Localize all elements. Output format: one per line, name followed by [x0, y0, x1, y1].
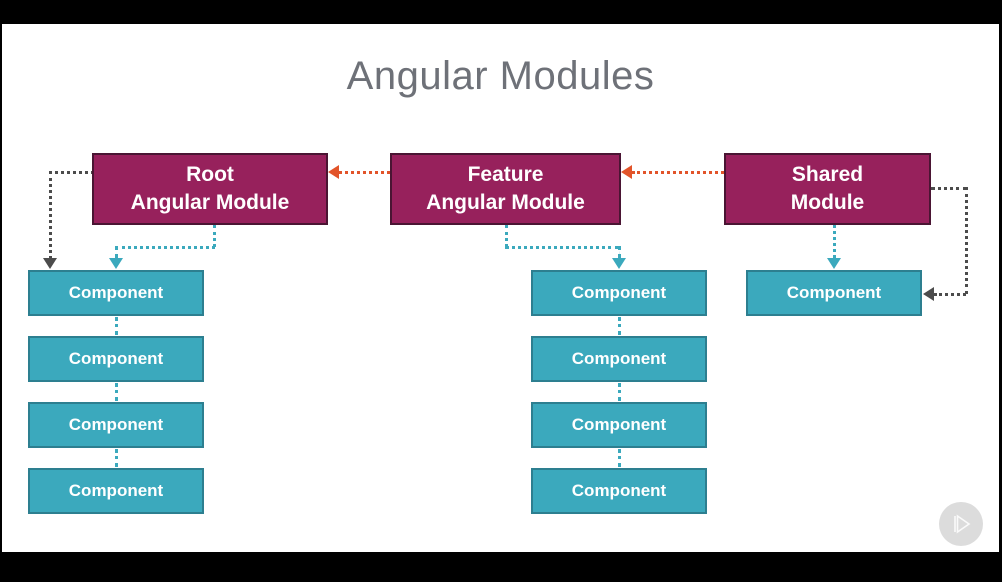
module-root-line1: Root: [186, 163, 234, 187]
component-box-root-2[interactable]: Component: [28, 336, 204, 382]
connector-root-teal-vertical-a: [213, 225, 216, 247]
arrowhead-feature-to-root: [328, 165, 339, 179]
connector-root-teal-horizontal: [115, 246, 215, 249]
connector-shared-loop-right: [965, 187, 968, 294]
arrowhead-shared-teal: [827, 258, 841, 269]
arrowhead-shared-to-feature: [621, 165, 632, 179]
module-shared-line2: Module: [790, 191, 865, 214]
component-label: Component: [786, 283, 882, 302]
component-box-feature-4[interactable]: Component: [531, 468, 707, 514]
connector-feature-teal-vertical-a: [505, 225, 508, 247]
component-box-root-4[interactable]: Component: [28, 468, 204, 514]
play-triangle-icon: [954, 514, 971, 534]
connector-shared-teal-vertical: [833, 225, 836, 258]
component-label: Component: [571, 349, 667, 368]
component-box-feature-3[interactable]: Component: [531, 402, 707, 448]
connector-shared-to-feature: [632, 171, 724, 174]
connector-feature-to-root: [339, 171, 390, 174]
component-label: Component: [68, 415, 164, 434]
connector-feature-teal-vertical-b: [618, 246, 621, 258]
arrowhead-root-to-component: [43, 258, 57, 269]
connector-feature-comp-2-3: [618, 383, 621, 401]
slide-canvas: Angular Modules Root Angular Module Feat…: [2, 24, 999, 552]
connector-root-left-vertical: [49, 171, 52, 259]
module-box-root[interactable]: Root Angular Module: [92, 153, 328, 225]
component-label: Component: [68, 349, 164, 368]
module-feature-line1: Feature: [467, 163, 544, 187]
connector-root-comp-1-2: [115, 317, 118, 335]
component-label: Component: [571, 283, 667, 302]
connector-root-comp-2-3: [115, 383, 118, 401]
connector-root-comp-3-4: [115, 449, 118, 467]
component-label: Component: [68, 481, 164, 500]
component-label: Component: [68, 283, 164, 302]
connector-shared-loop-top: [931, 187, 967, 190]
arrowhead-feature-teal: [612, 258, 626, 269]
component-box-feature-1[interactable]: Component: [531, 270, 707, 316]
component-box-feature-2[interactable]: Component: [531, 336, 707, 382]
component-box-shared-1[interactable]: Component: [746, 270, 922, 316]
component-label: Component: [571, 415, 667, 434]
module-root-line2: Angular Module: [130, 191, 290, 214]
connector-feature-teal-horizontal: [505, 246, 619, 249]
connector-root-teal-vertical-b: [115, 246, 118, 258]
component-box-root-1[interactable]: Component: [28, 270, 204, 316]
connector-feature-comp-3-4: [618, 449, 621, 467]
component-label: Component: [571, 481, 667, 500]
page-title: Angular Modules: [346, 54, 655, 98]
module-shared-line1: Shared: [791, 163, 864, 187]
module-box-shared[interactable]: Shared Module: [724, 153, 931, 225]
arrowhead-root-teal: [109, 258, 123, 269]
connector-root-left-horizontal: [49, 171, 94, 174]
arrowhead-shared-loop: [923, 287, 934, 301]
connector-shared-loop-bottom: [934, 293, 966, 296]
connector-feature-comp-1-2: [618, 317, 621, 335]
component-box-root-3[interactable]: Component: [28, 402, 204, 448]
module-feature-line2: Angular Module: [426, 191, 585, 214]
play-icon[interactable]: [939, 502, 983, 546]
module-box-feature[interactable]: Feature Angular Module: [390, 153, 621, 225]
